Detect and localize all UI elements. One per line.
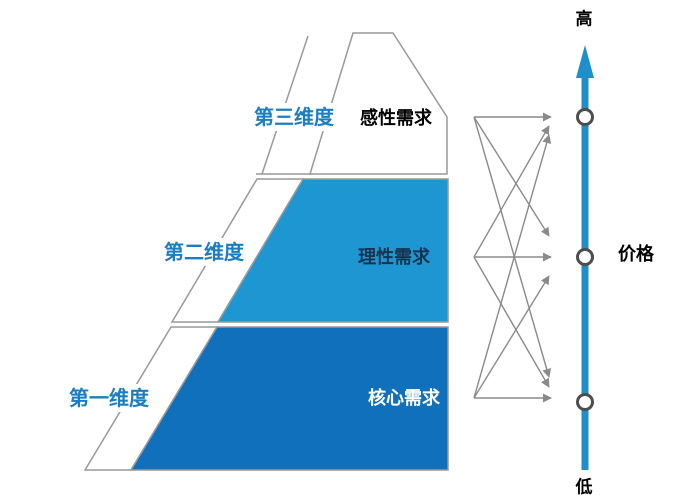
mapping-arrow — [473, 134, 552, 399]
tier1-shape — [129, 326, 449, 471]
emotional-need-label: 感性需求 — [360, 107, 433, 128]
price-axis-arrowhead-icon — [576, 45, 594, 78]
axis-high-label: 高 — [576, 9, 593, 29]
dimension1-label-bg — [64, 384, 154, 412]
tier2-shape — [216, 178, 449, 323]
core-need-label: 核心需求 — [368, 387, 441, 408]
dimension3-label: 第三维度 — [254, 105, 335, 129]
mapping-arrow — [473, 125, 550, 258]
tier-to-price-mapping-arrows — [473, 112, 552, 403]
price-node-high — [576, 108, 594, 126]
dimension2-label: 第二维度 — [164, 240, 245, 264]
tier3-shape — [308, 32, 448, 175]
mapping-arrow — [473, 275, 550, 399]
dimension2-label-bg — [159, 238, 249, 266]
mapping-arrow — [473, 256, 550, 388]
dimension1-label: 第一维度 — [69, 386, 150, 410]
mapping-arrow — [473, 116, 552, 378]
price-node-low — [576, 393, 594, 411]
dimension3-label-bg — [250, 103, 339, 131]
price-node-mid — [576, 248, 594, 266]
axis-low-label: 低 — [575, 477, 593, 497]
mapping-arrow — [473, 116, 550, 237]
price-axis-title: 价格 — [618, 243, 655, 264]
rational-need-label: 理性需求 — [358, 246, 431, 267]
